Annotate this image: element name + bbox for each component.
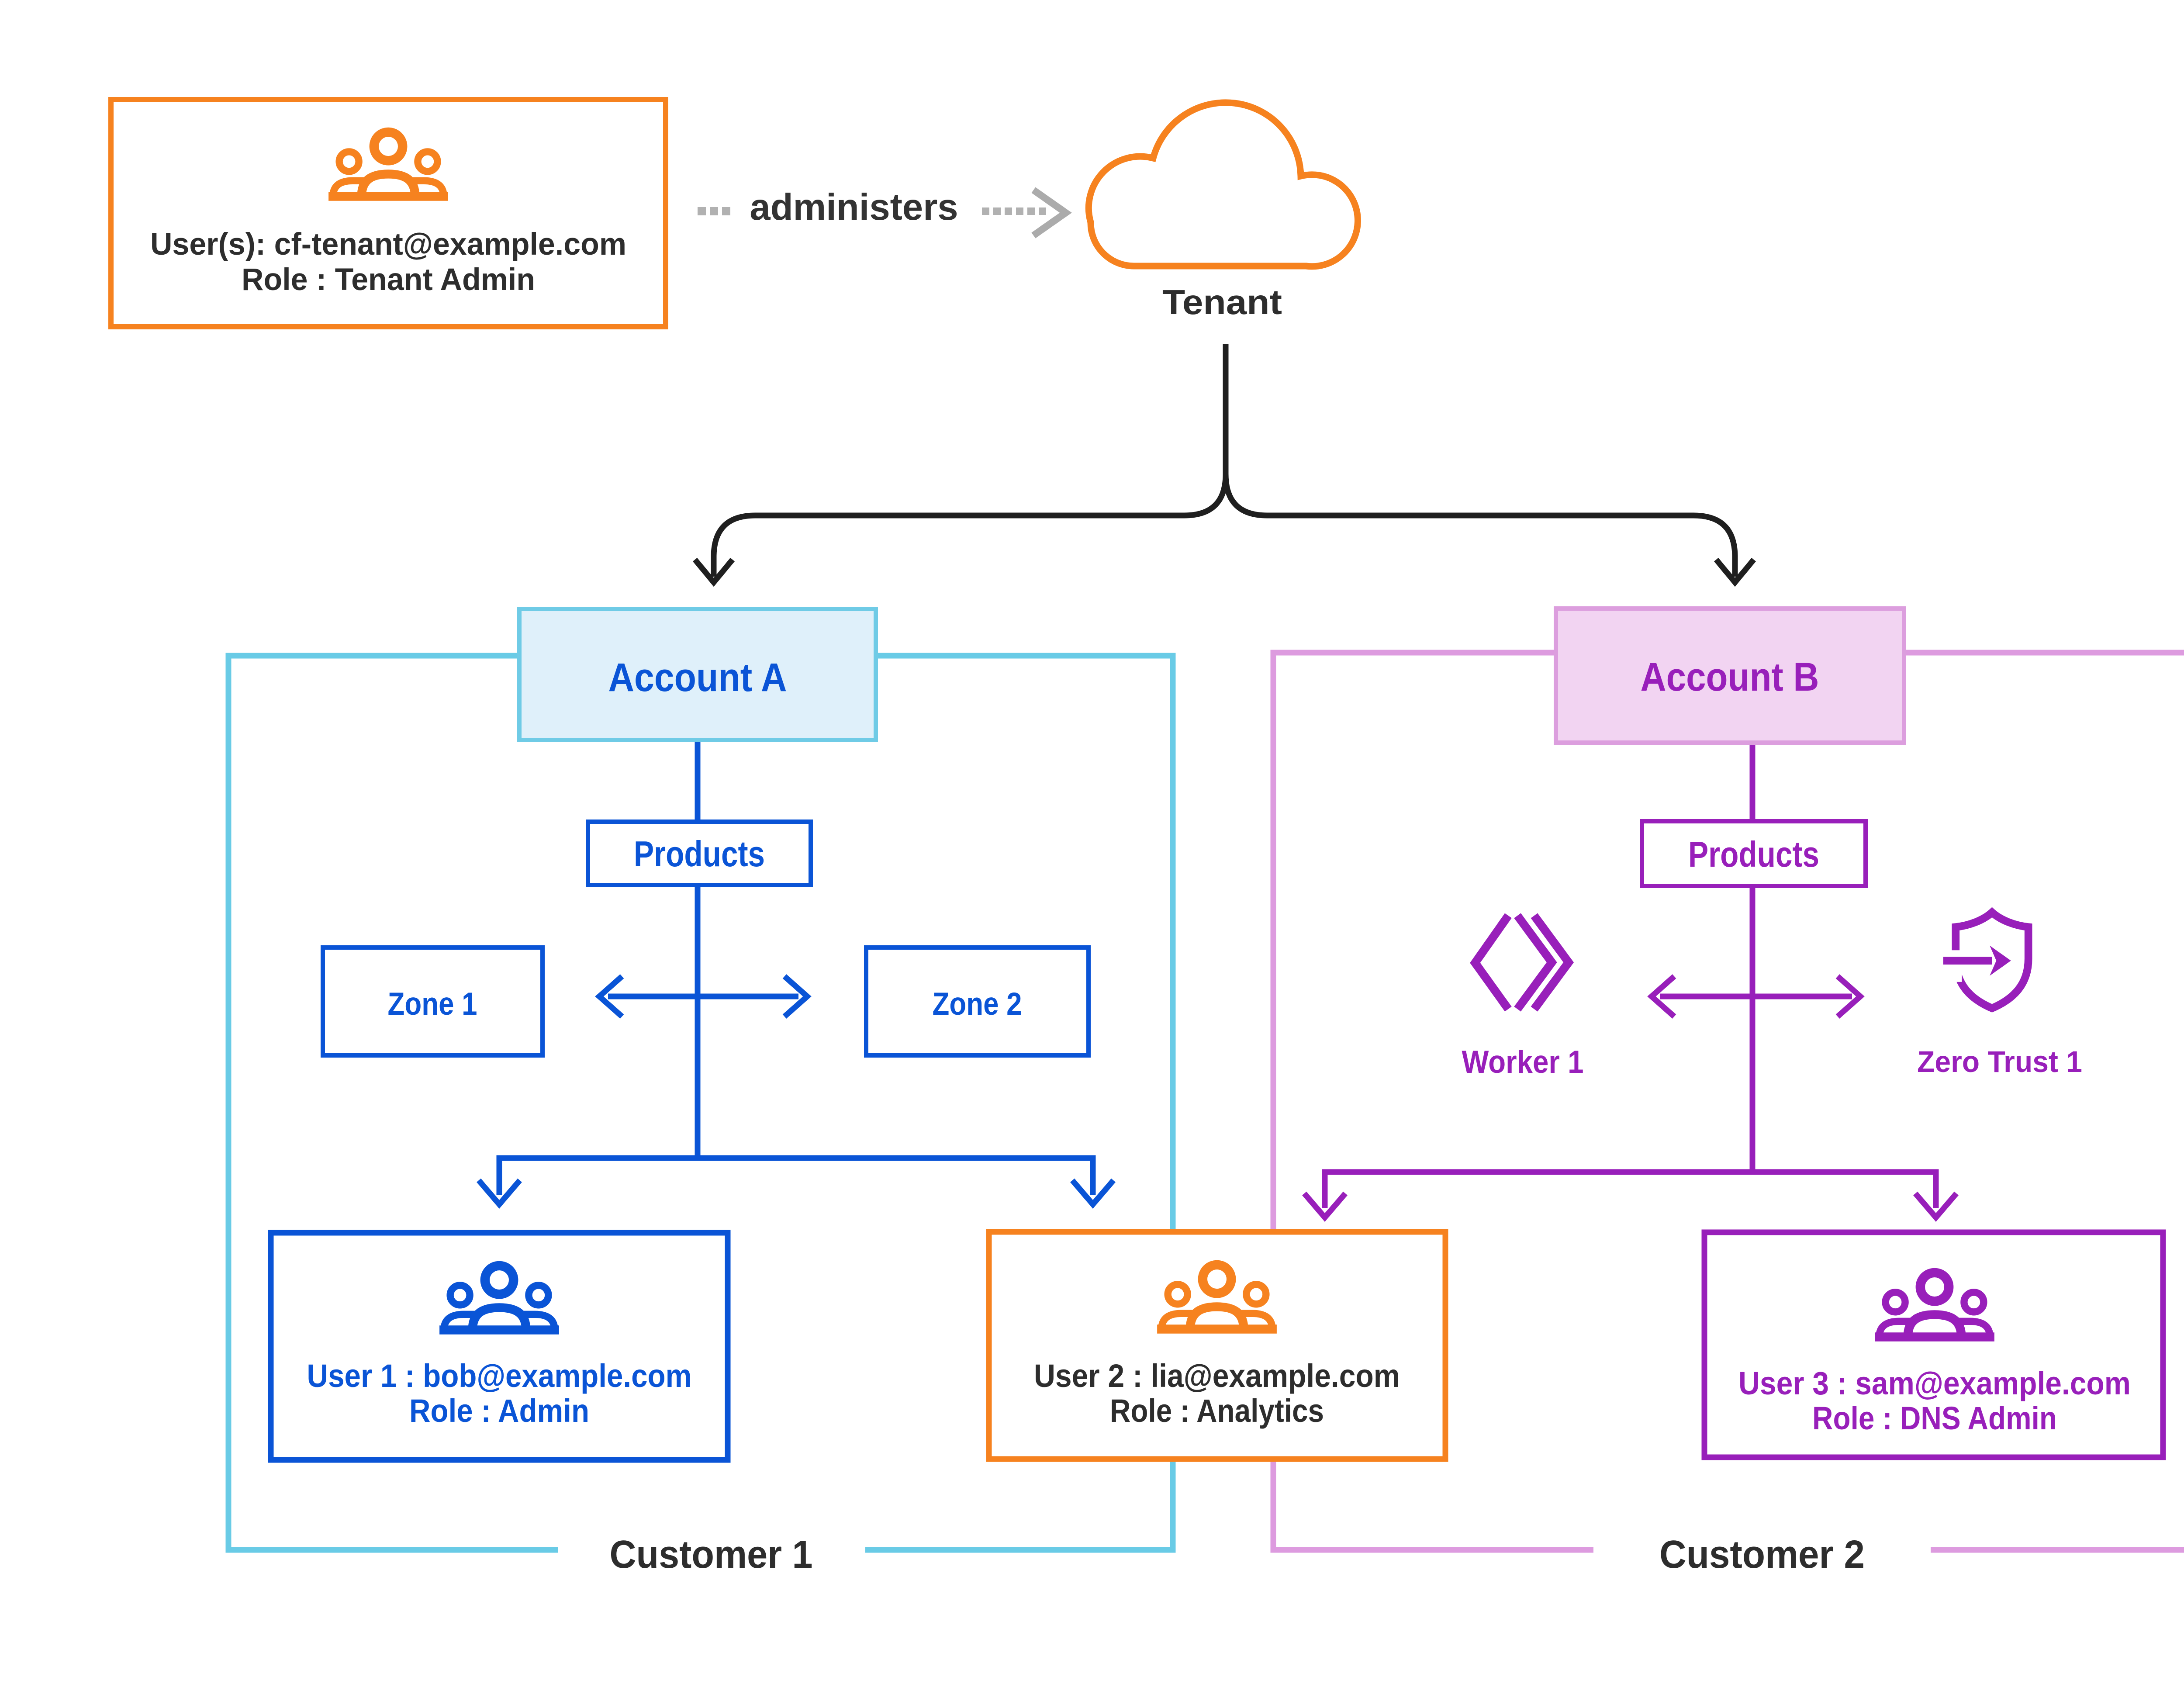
svg-text:User 1 : bob@example.com: User 1 : bob@example.com	[307, 1358, 692, 1394]
svg-text:User(s): cf-tenant@example.com: User(s): cf-tenant@example.com	[150, 227, 626, 262]
svg-text:Role : Analytics: Role : Analytics	[1110, 1393, 1324, 1429]
svg-text:administers: administers	[750, 187, 958, 228]
svg-text:User 3 : sam@example.com: User 3 : sam@example.com	[1738, 1365, 2131, 1401]
svg-text:Role : Tenant Admin: Role : Tenant Admin	[242, 263, 535, 297]
svg-text:Account B: Account B	[1641, 655, 1819, 699]
svg-text:Zero Trust 1: Zero Trust 1	[1917, 1045, 2082, 1079]
svg-text:Products: Products	[1688, 834, 1819, 875]
svg-text:Tenant: Tenant	[1162, 283, 1282, 322]
svg-text:Worker 1: Worker 1	[1462, 1044, 1584, 1080]
svg-text:Zone 1: Zone 1	[388, 986, 477, 1022]
svg-text:Customer 2: Customer 2	[1659, 1533, 1865, 1577]
svg-text:Customer 1: Customer 1	[610, 1533, 813, 1577]
svg-text:Role : DNS Admin: Role : DNS Admin	[1812, 1400, 2057, 1436]
svg-text:Account A: Account A	[608, 655, 787, 700]
svg-text:User 2 : lia@example.com: User 2 : lia@example.com	[1034, 1358, 1400, 1394]
svg-text:Role : Admin: Role : Admin	[409, 1393, 589, 1429]
svg-text:Products: Products	[634, 833, 765, 874]
svg-text:Zone 2: Zone 2	[933, 986, 1022, 1022]
